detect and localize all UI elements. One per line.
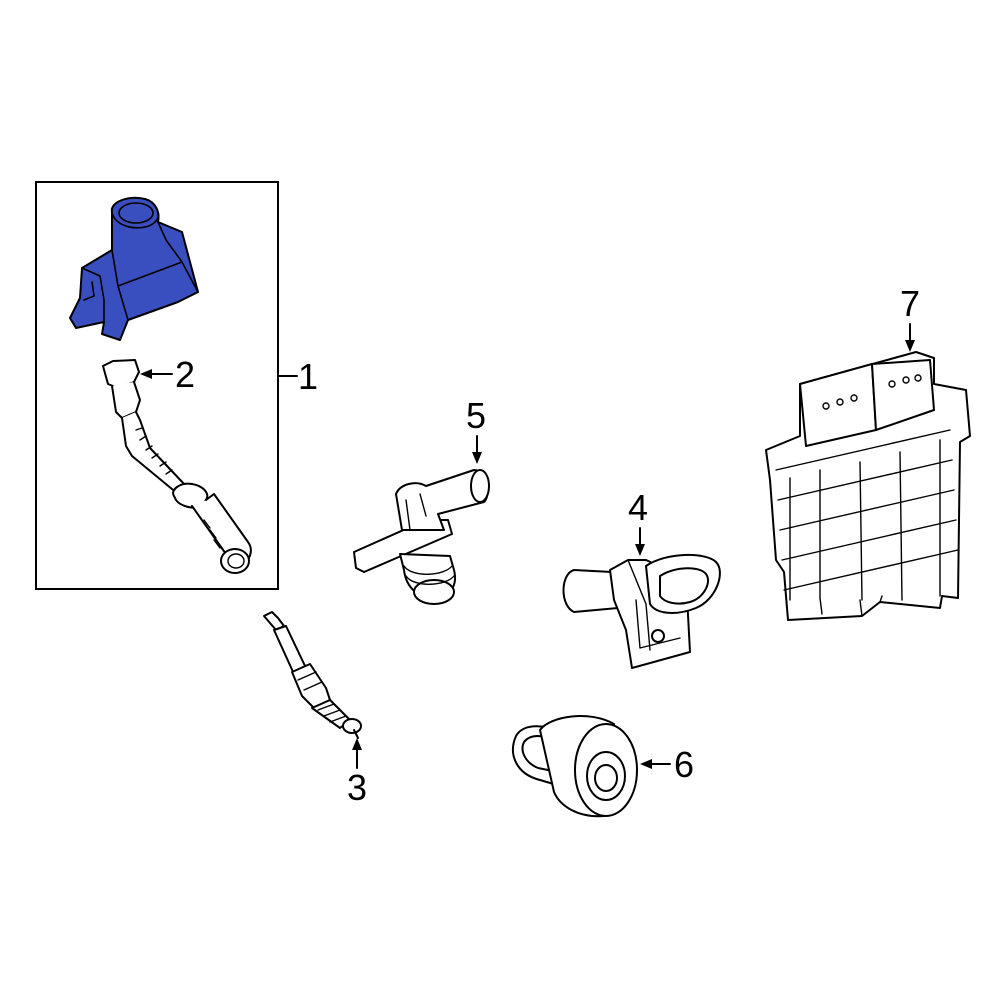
crank-sensor-edge [627, 559, 681, 651]
callout-3-group[interactable]: 3 [347, 738, 367, 808]
callout-6: 6 [674, 744, 694, 785]
crank-sensor-plug-inner [659, 567, 709, 605]
cam-sensor-rings [403, 565, 455, 585]
boot-tube [121, 411, 187, 495]
plug-hex [291, 663, 331, 709]
knock-sensor-bore [594, 764, 618, 792]
boot-collar [172, 482, 209, 509]
callout-6-group[interactable]: 6 [640, 744, 694, 785]
callout-4-group[interactable]: 4 [628, 487, 648, 556]
ecu-top-block-2 [871, 359, 935, 431]
ecu-fins [775, 429, 959, 601]
ecu-pin-3 [850, 394, 858, 402]
boot-cap [102, 359, 140, 389]
spark-plug[interactable] [263, 611, 362, 739]
coil-barrel-top [111, 211, 160, 229]
callout-2-arrowhead [140, 369, 152, 379]
ecu-pin-2 [836, 398, 844, 406]
cam-sensor-rib [405, 493, 427, 531]
callout-3-arrowhead [352, 738, 362, 750]
callout-4: 4 [628, 487, 648, 528]
boot-slots [203, 519, 221, 549]
ecu-module[interactable] [765, 351, 971, 621]
plug-terminal [263, 611, 285, 631]
plug-insulator [273, 625, 307, 675]
coil-barrel-bore [118, 202, 154, 224]
knock-sensor[interactable] [512, 715, 638, 818]
boot-ribs [135, 427, 173, 475]
coil-body [69, 196, 199, 341]
ecu-feet [819, 595, 883, 617]
coil-tab [83, 281, 95, 301]
callout-7-group[interactable]: 7 [900, 283, 920, 352]
coil-connector [81, 267, 105, 323]
plug-hex-lines [297, 671, 323, 691]
callout-5-group[interactable]: 5 [466, 395, 486, 464]
ecu-pin-4 [888, 380, 896, 388]
coil-boot[interactable] [102, 359, 252, 574]
cam-sensor[interactable] [353, 469, 490, 605]
callout-7-arrowhead [905, 340, 915, 352]
callout-2: 2 [175, 354, 195, 395]
cam-sensor-end [470, 469, 490, 503]
coil-edge-3 [157, 221, 183, 263]
callout-1: 1 [298, 356, 318, 397]
plug-thread-lines [317, 703, 347, 723]
ecu-pin-1 [822, 402, 830, 410]
callout-3: 3 [347, 767, 367, 808]
callout-7: 7 [900, 283, 920, 324]
ecu-pin-6 [914, 374, 922, 382]
crank-sensor-barrel [562, 569, 619, 613]
part-1-group[interactable]: 1 [35, 181, 318, 590]
callout-5-arrowhead [472, 452, 482, 464]
callout-2-group[interactable]: 2 [140, 354, 195, 395]
crank-sensor-hole [651, 629, 665, 643]
callout-5: 5 [466, 395, 486, 436]
boot-tip [220, 548, 250, 574]
cam-sensor-tip [413, 579, 455, 605]
callout-6-arrowhead [640, 759, 652, 769]
plug-ground [353, 729, 359, 739]
ignition-coil[interactable] [69, 196, 199, 341]
part-1-frame [35, 181, 279, 590]
crank-sensor[interactable] [562, 553, 721, 669]
ecu-pin-5 [902, 376, 910, 384]
boot-tip-inner [227, 553, 245, 569]
callout-4-arrowhead [635, 544, 645, 556]
plug-electrode [342, 718, 362, 734]
